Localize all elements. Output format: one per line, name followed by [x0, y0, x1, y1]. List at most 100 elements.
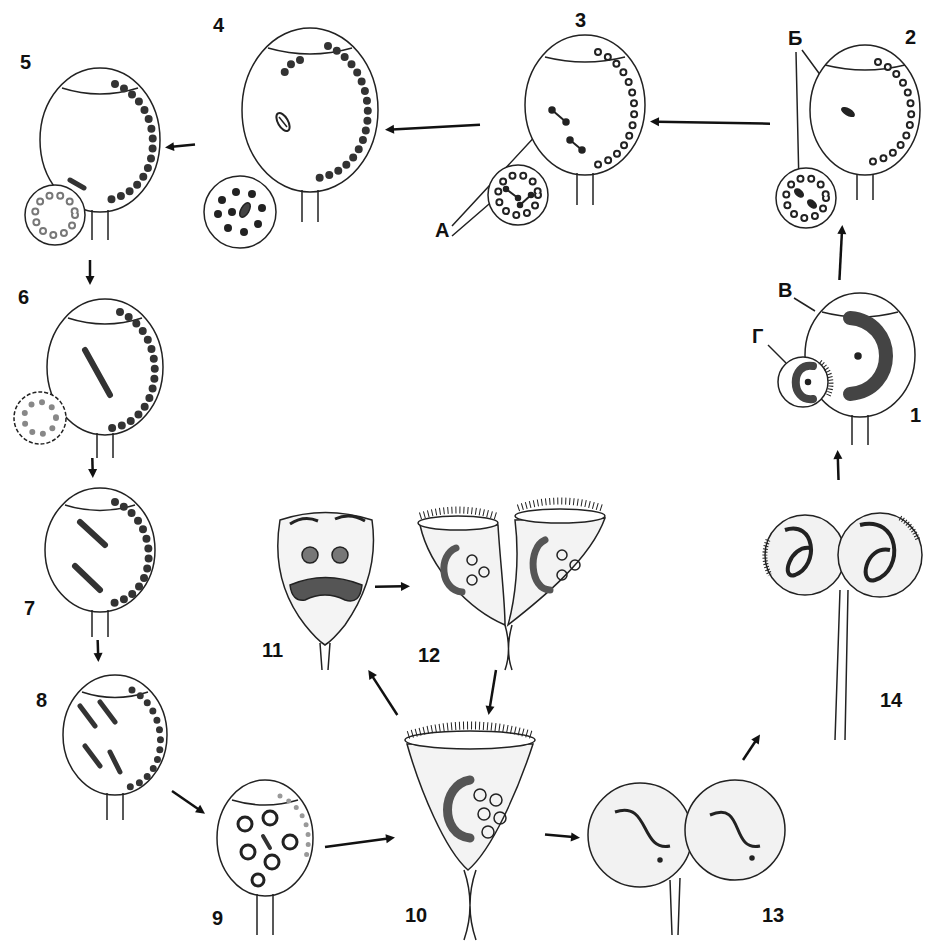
- figure-part: [768, 345, 786, 363]
- part-letter: А: [435, 220, 449, 240]
- figure-part: [563, 119, 569, 125]
- figure-part: [577, 173, 593, 205]
- stage-box: 7: [20, 478, 170, 640]
- figure-part: [112, 312, 155, 428]
- figure-part: [45, 488, 155, 612]
- figure-part: [408, 726, 532, 736]
- figure-part: [290, 516, 365, 524]
- figure-part: [810, 45, 920, 175]
- figure-part: [488, 165, 548, 225]
- stage-arrow: [743, 734, 760, 760]
- figure-part: [806, 380, 811, 385]
- stage-number: 9: [212, 908, 223, 928]
- arrow-head: [385, 834, 395, 843]
- figure-part: [14, 392, 66, 444]
- figure-part: [557, 550, 567, 560]
- figure-part: [478, 808, 490, 820]
- figure-part: [92, 610, 108, 637]
- figure-part: [710, 812, 760, 846]
- arrow-head: [833, 450, 842, 459]
- stage-number: 5: [20, 52, 31, 72]
- figure-part: [75, 566, 100, 590]
- figure-part: [518, 203, 523, 208]
- figure-part: [107, 793, 123, 820]
- figure-part: [274, 111, 293, 133]
- figure-part: [108, 84, 153, 200]
- figure-part: [224, 224, 232, 232]
- figure-part: [100, 702, 115, 722]
- figure-part: [80, 522, 105, 545]
- figure-part: [85, 350, 110, 395]
- stage-arrow: [486, 670, 496, 715]
- stage-figure: [405, 726, 535, 941]
- stage-number: 7: [24, 598, 35, 618]
- figure-part: [516, 196, 521, 201]
- figure-part: [504, 187, 509, 192]
- figure-part: [24, 402, 56, 434]
- arrow-line: [172, 791, 199, 810]
- arrow-line: [490, 670, 496, 708]
- figure-part: [900, 518, 918, 540]
- arrow-line: [372, 676, 397, 715]
- arrow-head: [837, 225, 846, 234]
- arrow-head: [486, 705, 495, 715]
- stage-figure: [217, 780, 313, 935]
- part-letter: Б: [788, 28, 802, 48]
- figure-part: [302, 190, 318, 222]
- figure-part: [278, 513, 374, 646]
- figure-part: [615, 810, 670, 846]
- figure-part: [420, 525, 505, 625]
- arrow-line: [657, 122, 770, 124]
- figure-part: [860, 524, 894, 581]
- figure-part: [570, 560, 580, 570]
- figure-part: [552, 110, 582, 150]
- figure-part: [786, 178, 826, 218]
- figure-part: [318, 46, 368, 178]
- figure-part: [498, 175, 538, 215]
- figure-part: [214, 210, 222, 218]
- stage-box: 10: [395, 715, 545, 940]
- stage-arrow: [545, 832, 580, 841]
- figure-part: [545, 57, 625, 62]
- figure-part: [332, 547, 348, 563]
- figure-part: [35, 195, 75, 235]
- figure-part: [549, 107, 555, 113]
- figure-part: [238, 201, 253, 219]
- figure-part: [420, 510, 496, 516]
- figure-part: [482, 826, 494, 838]
- figure-part: [320, 643, 330, 670]
- figure-part: [467, 555, 477, 565]
- figure-part: [533, 540, 550, 590]
- arrow-line: [839, 232, 842, 280]
- stage-number: 6: [18, 287, 29, 307]
- figure-part: [515, 509, 605, 523]
- part-letter: В: [778, 280, 792, 300]
- figure-part: [508, 518, 605, 625]
- arrow-line: [325, 838, 388, 846]
- figure-part: [525, 35, 645, 175]
- figure-part: [248, 190, 256, 198]
- stage-figure: [418, 501, 605, 670]
- stage-number: 10: [405, 905, 427, 925]
- stage-arrow: [94, 640, 103, 662]
- figure-part: [35, 195, 75, 235]
- stage-figure: [45, 488, 155, 637]
- figure-part: [820, 362, 831, 396]
- stage-arrow: [88, 458, 97, 478]
- figure-part: [228, 208, 236, 216]
- arrow-head: [195, 805, 205, 814]
- figure-part: [242, 28, 378, 192]
- stage-box: 1: [745, 280, 925, 450]
- figure-part: [252, 874, 264, 886]
- stage-figure: [204, 28, 378, 248]
- figure-part: [14, 28, 922, 940]
- figure-part: [108, 502, 149, 604]
- stage-number: 3: [575, 10, 586, 30]
- figure-part: [464, 870, 476, 940]
- figure-part: [579, 147, 585, 153]
- figure-part: [850, 318, 886, 394]
- figure-part: [448, 780, 471, 838]
- stage-number: 13: [762, 905, 784, 925]
- figure-part: [776, 168, 836, 228]
- arrow-line: [545, 834, 573, 837]
